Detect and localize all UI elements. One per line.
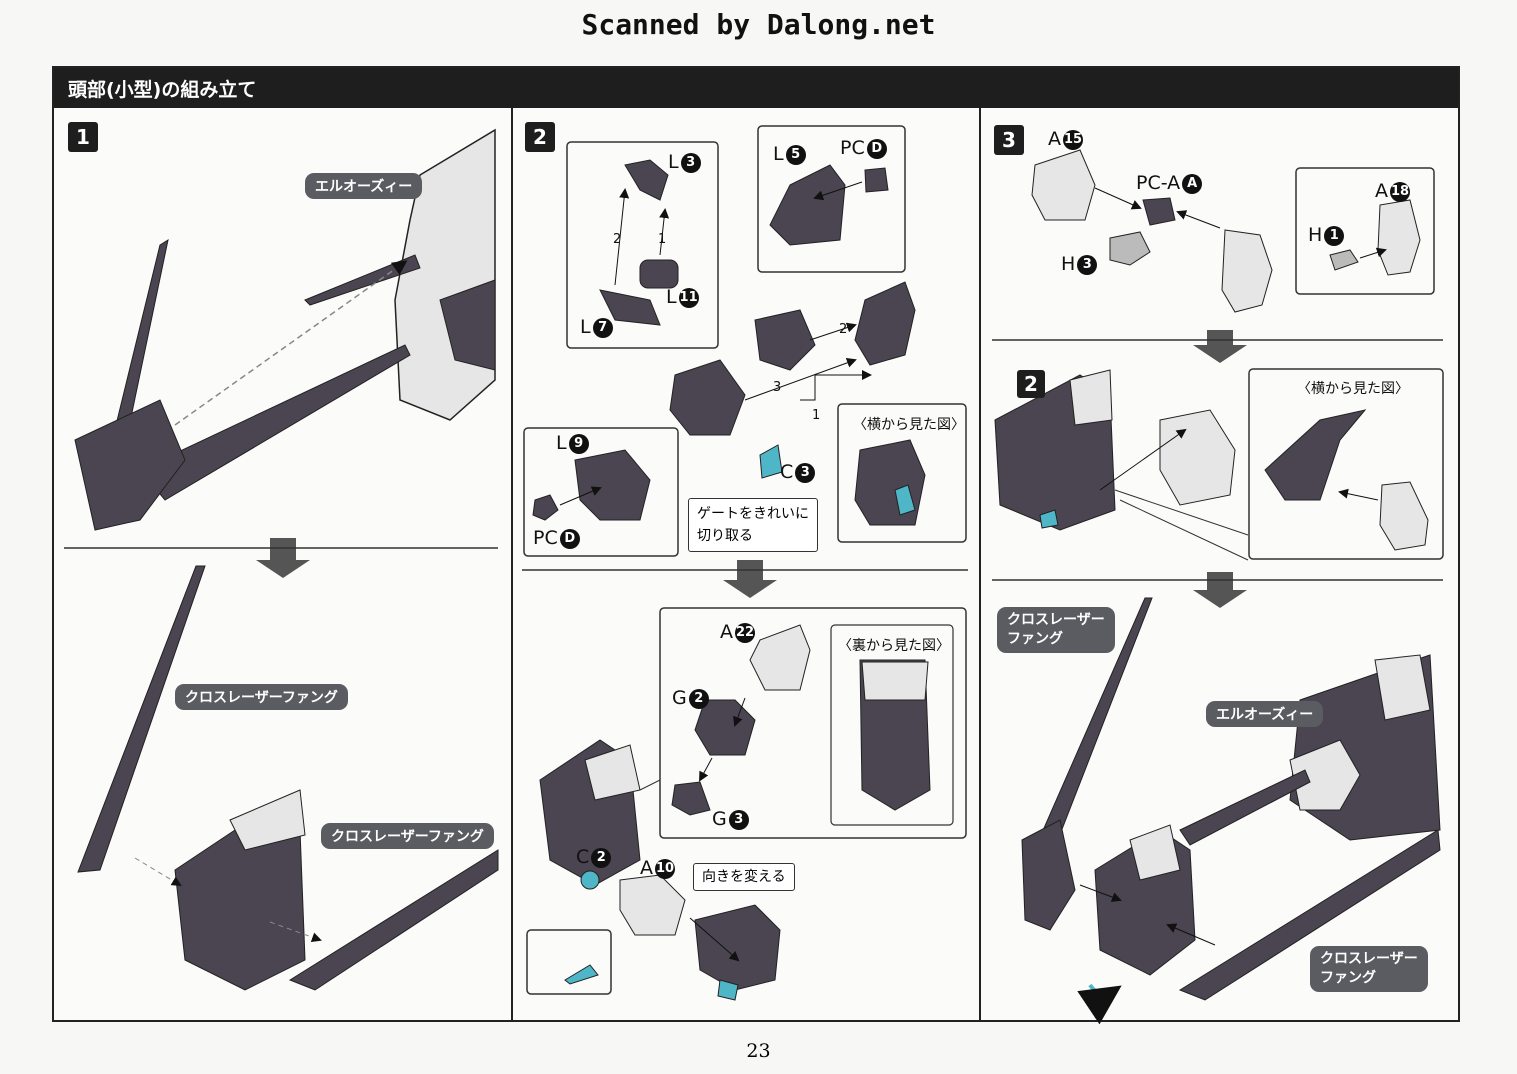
column-divider-2 [979,108,981,1020]
gate-cut-note: ゲートをきれいに 切り取る [688,498,818,552]
order-mark: 2 [613,232,622,247]
step3-down-arrow-2 [1193,572,1247,608]
step-badge-3: 3 [994,125,1024,155]
gate-note-line1: ゲートをきれいに [697,506,809,522]
step3-side-view-box [1248,368,1444,560]
step-badge-3-sub2: 2 [1017,370,1045,398]
step2-head-inset-box [659,607,967,839]
step2-inset-box-1 [566,141,719,349]
step2-head-parts [539,624,931,1001]
order-mark: 1 [812,408,821,423]
step3-inset-box [1295,167,1435,295]
step2-warning-inset [526,929,612,995]
gate-note-line2: 切り取る [697,528,753,544]
rotate-note: 向きを変える [693,863,795,891]
side-view-label-step2: 〈横から見た図〉 [853,417,965,433]
step3-final-illustration [1021,597,1441,1025]
order-mark: 1 [658,232,667,247]
label-elzy-step3: エルオーズィー [1206,701,1324,727]
step1-down-arrow [256,538,310,578]
column-divider-1 [511,108,513,1020]
scan-credit: Scanned by Dalong.net [581,8,936,41]
step2-inset-box-3 [523,427,679,557]
section-title: 頭部(小型)の組み立て [68,79,257,101]
section-title-bar: 頭部(小型)の組み立て [54,68,1458,108]
page-number: 23 [746,1040,771,1062]
label-fang-b: クロスレーザーファング [321,823,494,849]
back-view-label: 〈裏から見た図〉 [838,638,950,654]
step1-bottom-illustration [77,565,499,991]
order-mark: 2 [839,322,848,337]
step1-top-illustration [74,128,496,531]
label-fang-top: クロスレーザー ファング [997,607,1115,653]
label-fang-bottom: クロスレーザー ファング [1310,946,1428,992]
step3-sub2-parts [994,369,1429,561]
step-badge-2: 2 [525,122,555,152]
step2-down-arrow [723,560,777,598]
step2-back-view-box [830,624,954,826]
step2-side-view-box [837,403,967,543]
step2-inset-box-2 [757,125,906,273]
order-mark: 3 [773,380,782,395]
side-view-label-step3: 〈横から見た図〉 [1297,381,1409,397]
step3-parts [1031,149,1421,313]
step2-parts [532,159,926,526]
label-fang-a: クロスレーザーファング [175,684,348,710]
step-badge-1: 1 [68,122,98,152]
step3-down-arrow-1 [1193,330,1247,363]
label-elzy-step1: エルオーズィー [305,173,423,199]
